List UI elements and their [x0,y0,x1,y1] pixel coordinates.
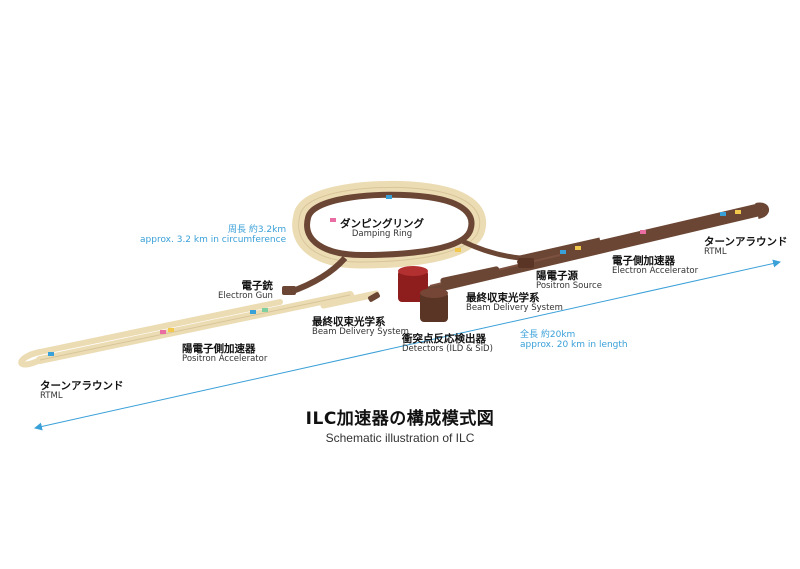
electron-gun-label-en: Electron Gun [218,291,273,302]
bds-stub [368,292,380,302]
positron-accelerator-label-ja: 陽電子側加速器 [182,343,256,355]
ring-transfer-line-positron [289,255,348,295]
detectors-label-ja: 衝突点反応検出器 [402,333,486,345]
diagram-title-en: Schematic illustration of ILC [325,431,475,445]
electron-accelerator-label: 電子側加速器 Electron Accelerator [612,255,698,277]
positron-source-label: 陽電子源 Positron Source [536,270,602,292]
circumference-label: 周長 約3.2km approx. 3.2 km in circumferenc… [140,225,286,246]
electron-gun-label-ja: 電子銃 [241,280,273,292]
bds-left-label-en: Beam Delivery System [312,327,409,338]
length-label: 全長 約20km approx. 20 km in length [520,330,628,351]
circumference-label-en: approx. 3.2 km in circumference [140,235,287,246]
diagram-title: ILC加速器の構成模式図 Schematic illustration of I… [0,404,800,445]
bds-right-label-en: Beam Delivery System [466,303,563,314]
positron-accelerator [18,291,354,368]
detectors-label: 衝突点反応検出器 Detectors (ILD & SiD) [402,333,493,355]
rtml-left-label: ターンアラウンド RTML [40,380,123,402]
positron-accelerator-label-en: Positron Accelerator [182,354,268,365]
rtml-left-label-en: RTML [40,391,63,402]
rtml-left-label-ja: ターンアラウンド [40,380,124,392]
bds-right-label-ja: 最終収束光学系 [466,292,540,304]
bds-left-label: 最終収束光学系 Beam Delivery System [312,316,409,338]
damping-ring-label-ja: ダンピングリング [340,218,424,230]
rtml-right-label: ターンアラウンド RTML [704,236,787,258]
positron-source-block [518,258,534,268]
detector-sid [420,288,448,322]
positron-accelerator-label: 陽電子側加速器 Positron Accelerator [182,343,267,365]
bds-left-label-ja: 最終収束光学系 [312,316,386,328]
circumference-label-ja: 周長 約3.2km [227,225,287,235]
bds-left-segment [320,290,380,309]
detectors-label-en: Detectors (ILD & SiD) [402,344,493,355]
rtml-right-label-ja: ターンアラウンド [704,236,788,248]
module-markers [48,195,741,356]
damping-ring [292,180,487,269]
electron-gun-label: 電子銃 Electron Gun [218,280,273,302]
electron-accelerator-label-en: Electron Accelerator [612,266,699,277]
bds-right-segment [440,266,500,285]
positron-source-label-en: Positron Source [536,281,602,292]
rtml-right-label-en: RTML [704,247,727,258]
length-label-ja: 全長 約20km [520,330,576,340]
length-label-en: approx. 20 km in length [520,340,628,351]
electron-gun-block [282,286,296,295]
diagram-title-ja: ILC加速器の構成模式図 [305,409,495,429]
ring-transfer-line-electron [458,237,601,261]
electron-accelerator-label-ja: 電子側加速器 [612,255,675,267]
positron-source-label-ja: 陽電子源 [536,270,578,282]
length-dimension-arrow [34,259,781,431]
damping-ring-label: ダンピングリング Damping Ring [340,218,424,240]
damping-ring-label-en: Damping Ring [351,229,413,240]
bds-right-label: 最終収束光学系 Beam Delivery System [466,292,563,314]
